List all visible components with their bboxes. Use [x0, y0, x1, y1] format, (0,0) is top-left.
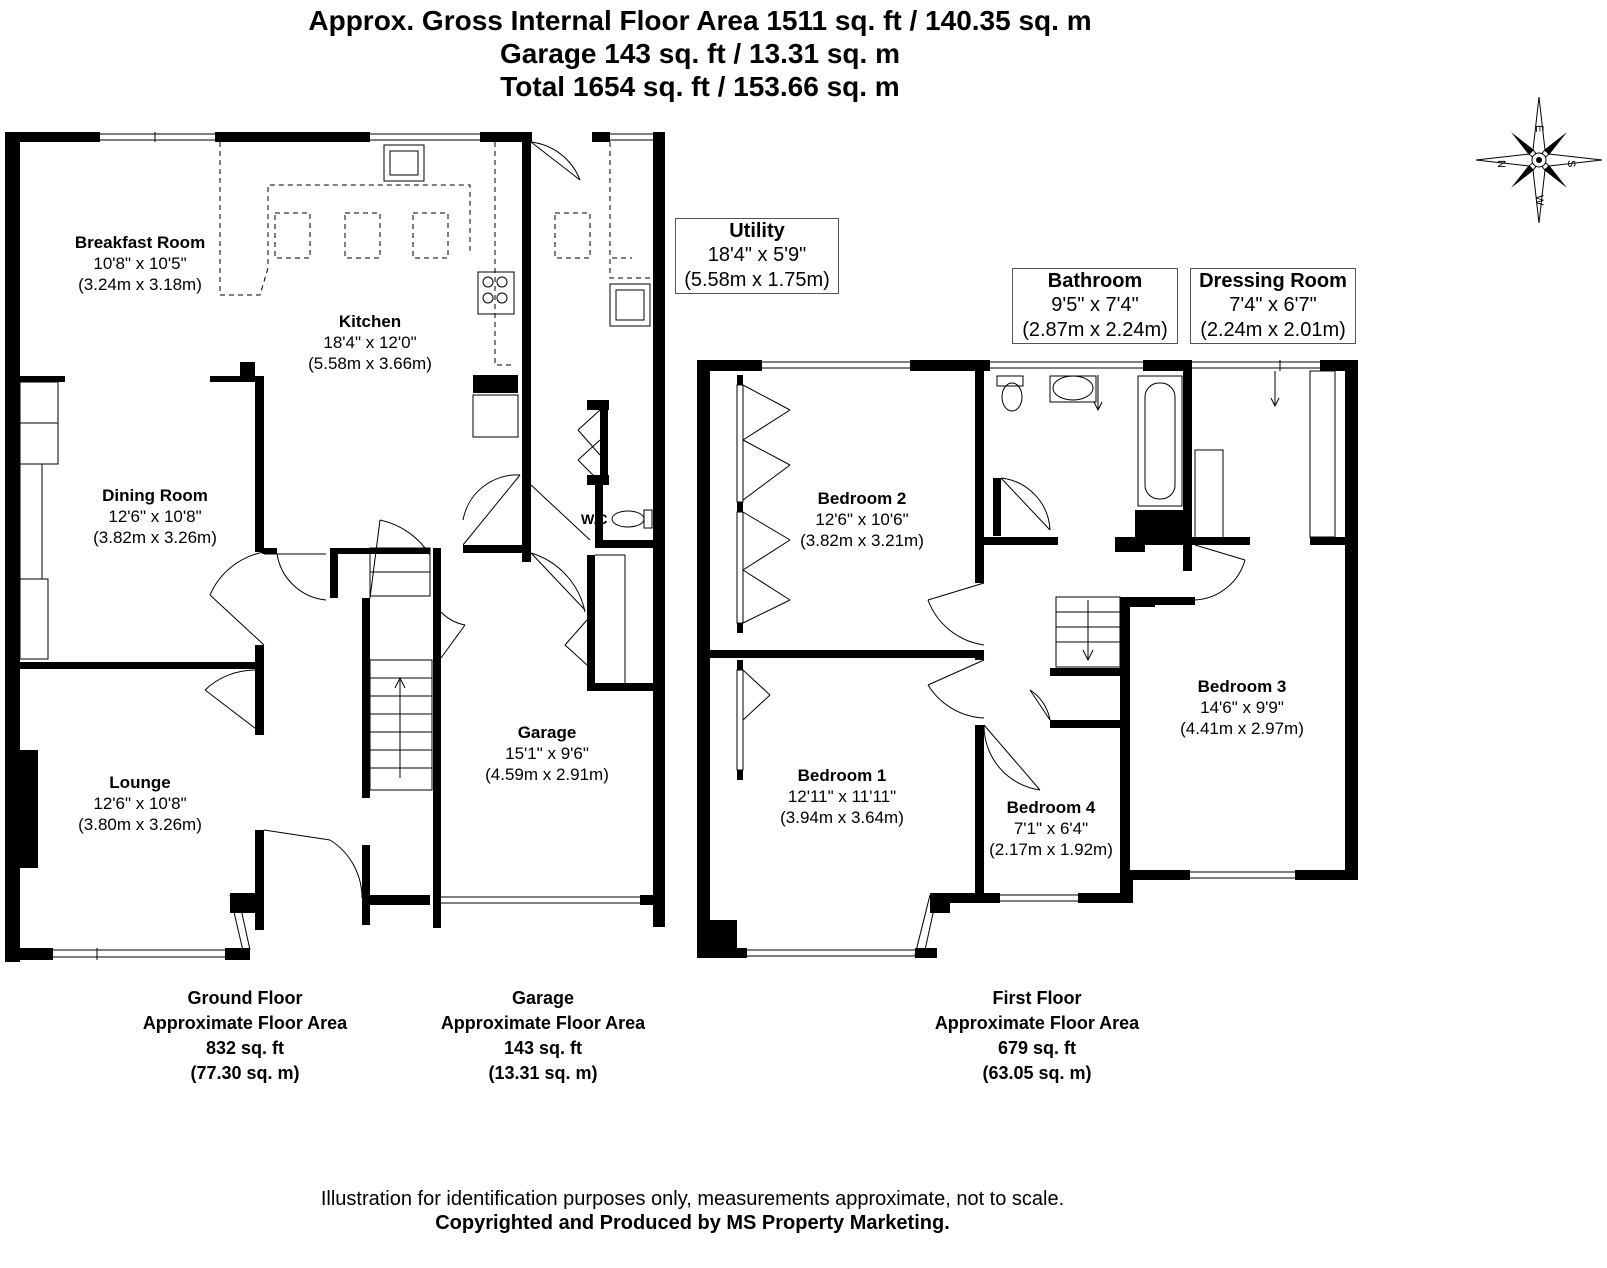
floor-area-label: Approximate Floor Area	[440, 1013, 646, 1033]
breakfast-room-label: Breakfast Room 10'8" x 10'5" (3.24m x 3.…	[40, 232, 240, 295]
bedroom-3-label: Bedroom 3 14'6" x 9'9" (4.41m x 2.97m)	[1142, 676, 1342, 739]
floor-area-label: Approximate Floor Area	[934, 1013, 1140, 1033]
floor-area-sqft: 143 sq. ft	[503, 1038, 583, 1058]
floor-area-label: Approximate Floor Area	[142, 1013, 348, 1033]
bedroom-2-label: Bedroom 2 12'6" x 10'6" (3.82m x 3.21m)	[762, 488, 962, 551]
room-name: Dining Room	[102, 486, 208, 505]
room-name: Bathroom	[1047, 270, 1143, 292]
area-title-line-2: Garage 143 sq. ft / 13.31 sq. m	[500, 38, 900, 69]
room-size-metric: (3.82m x 3.26m)	[93, 528, 217, 547]
room-size-imperial: 14'6" x 9'9"	[1200, 698, 1284, 717]
room-name: Bedroom 1	[797, 766, 887, 785]
bathroom-label: Bathroom 9'5" x 7'4" (2.87m x 2.24m)	[1012, 268, 1178, 344]
bedroom-4-label: Bedroom 4 7'1" x 6'4" (2.17m x 1.92m)	[985, 797, 1117, 860]
compass-north-label: N	[1495, 160, 1507, 168]
garage-floor-area: Garage Approximate Floor Area 143 sq. ft…	[418, 986, 668, 1086]
lounge-label: Lounge 12'6" x 10'8" (3.80m x 3.26m)	[40, 772, 240, 835]
room-size-imperial: 18'4" x 5'9"	[707, 244, 807, 266]
room-size-imperial: 9'5" x 7'4"	[1051, 294, 1139, 316]
ground-floor-fixtures	[19, 132, 653, 960]
area-title-line-3: Total 1654 sq. ft / 153.66 sq. m	[500, 71, 900, 102]
ground-floor-area: Ground Floor Approximate Floor Area 832 …	[120, 986, 370, 1086]
utility-label: Utility 18'4" x 5'9" (5.58m x 1.75m)	[675, 218, 839, 294]
floor-area-sqft: 832 sq. ft	[205, 1038, 285, 1058]
room-size-imperial: 7'1" x 6'4"	[1013, 819, 1089, 838]
floor-area-sqft: 679 sq. ft	[997, 1038, 1077, 1058]
room-size-imperial: 10'8" x 10'5"	[93, 254, 187, 273]
room-size-imperial: 7'4" x 6'7"	[1229, 294, 1317, 316]
room-name: Bedroom 4	[1006, 798, 1096, 817]
room-size-imperial: 12'6" x 10'6"	[815, 510, 909, 529]
compass-south-label: S	[1565, 160, 1577, 167]
floor-area-sqm: (77.30 sq. m)	[190, 1063, 300, 1083]
garage-label: Garage 15'1" x 9'6" (4.59m x 2.91m)	[447, 722, 647, 785]
wc-label: W.C	[581, 511, 608, 527]
room-name: Dressing Room	[1199, 270, 1347, 292]
first-floor-area: First Floor Approximate Floor Area 679 s…	[912, 986, 1162, 1086]
room-size-metric: (4.41m x 2.97m)	[1180, 719, 1304, 738]
room-size-metric: (3.24m x 3.18m)	[78, 275, 202, 294]
kitchen-units	[219, 142, 650, 366]
disclaimer-text: Illustration for identification purposes…	[320, 1188, 1065, 1210]
room-size-imperial: 15'1" x 9'6"	[505, 744, 589, 763]
compass-west-label: W	[1533, 195, 1545, 206]
room-size-imperial: 12'6" x 10'8"	[108, 507, 202, 526]
room-size-metric: (3.94m x 3.64m)	[780, 808, 904, 827]
room-size-metric: (2.87m x 2.24m)	[1022, 319, 1168, 341]
compass-east-label: E	[1533, 125, 1545, 132]
room-name: Bedroom 2	[817, 489, 907, 508]
room-size-metric: (4.59m x 2.91m)	[485, 765, 609, 784]
room-size-imperial: 12'11" x 11'11"	[787, 787, 897, 806]
room-name: Breakfast Room	[74, 233, 206, 252]
area-title-line-1: Approx. Gross Internal Floor Area 1511 s…	[308, 5, 1092, 36]
ground-floor-walls	[5, 132, 665, 962]
kitchen-label: Kitchen 18'4" x 12'0" (5.58m x 3.66m)	[270, 311, 470, 374]
copyright-text: Copyrighted and Produced by MS Property …	[435, 1212, 950, 1234]
room-size-metric: (2.24m x 2.01m)	[1200, 319, 1346, 341]
floor-name: First Floor	[992, 988, 1082, 1008]
room-size-imperial: 12'6" x 10'8"	[93, 794, 187, 813]
bedroom-1-label: Bedroom 1 12'11" x 11'11" (3.94m x 3.64m…	[742, 765, 942, 828]
room-size-metric: (3.82m x 3.21m)	[800, 531, 924, 550]
first-floor-fixtures	[736, 360, 1336, 957]
room-name: Kitchen	[338, 312, 402, 331]
room-size-metric: (3.80m x 3.26m)	[78, 815, 202, 834]
room-name: Lounge	[109, 773, 171, 792]
floor-area-sqm: (13.31 sq. m)	[488, 1063, 598, 1083]
room-size-metric: (2.17m x 1.92m)	[989, 840, 1113, 859]
room-name: Garage	[517, 723, 577, 742]
compass-icon: N E S W	[1475, 96, 1603, 224]
dining-room-label: Dining Room 12'6" x 10'8" (3.82m x 3.26m…	[55, 485, 255, 548]
room-name: Bedroom 3	[1197, 677, 1287, 696]
floor-area-sqm: (63.05 sq. m)	[982, 1063, 1092, 1083]
room-size-imperial: 18'4" x 12'0"	[323, 333, 417, 352]
room-size-metric: (5.58m x 3.66m)	[308, 354, 432, 373]
dressing-room-label: Dressing Room 7'4" x 6'7" (2.24m x 2.01m…	[1190, 268, 1356, 344]
floor-name: Ground Floor	[187, 988, 303, 1008]
first-floor-walls	[697, 360, 1358, 958]
room-name: Utility	[729, 220, 785, 242]
floor-name: Garage	[511, 988, 575, 1008]
room-size-metric: (5.58m x 1.75m)	[684, 269, 830, 291]
